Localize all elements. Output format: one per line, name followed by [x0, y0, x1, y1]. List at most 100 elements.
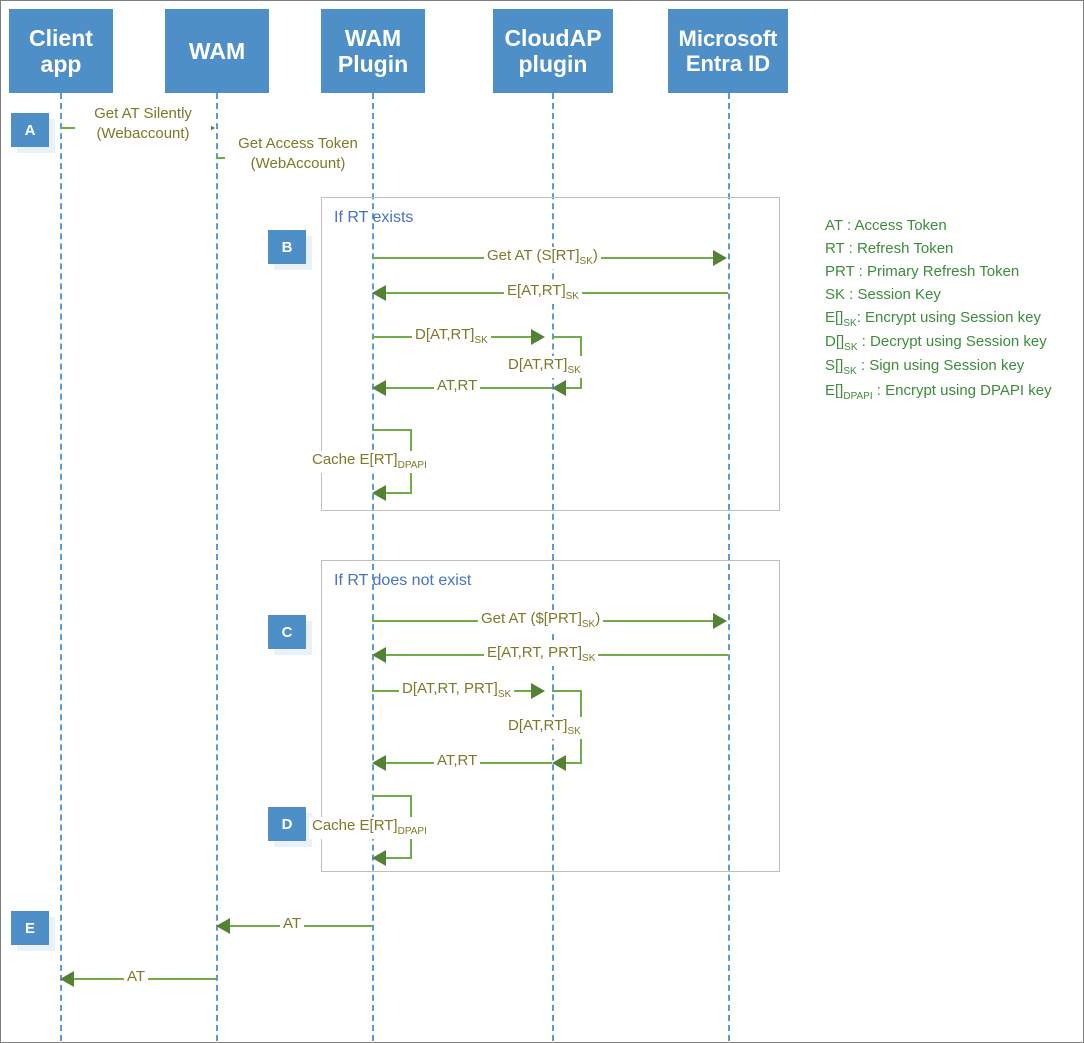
- msg-at-return-1-label: AT: [280, 915, 305, 934]
- msg-datrtprt-label: D[AT,RT, PRT]SK: [399, 680, 515, 702]
- msg-at-return-1-arrowhead: [216, 918, 230, 934]
- msg-cache-ert-d-arrowhead: [372, 850, 386, 866]
- msg-get-access-token-line1: Get Access Token: [238, 135, 358, 152]
- msg-at-return-2-text: AT: [127, 968, 146, 985]
- msg-eatrtprt-text: E[AT,RT, PRT]: [487, 644, 583, 661]
- msg-datrt-self-2-sub: SK: [567, 726, 581, 737]
- msg-eatrt-arrowhead: [372, 285, 386, 301]
- participant-entra-id-line2: Entra ID: [685, 51, 771, 76]
- participant-client-app-line2: app: [40, 51, 82, 77]
- participant-wam-line1: WAM: [188, 37, 246, 64]
- msg-datrt-self-2-bottom: [566, 762, 582, 764]
- msg-at-return-2-label: AT: [124, 968, 149, 987]
- msg-get-at-srt-label: Get AT (S[RT]SK): [484, 247, 601, 269]
- participant-entra-id: Microsoft Entra ID: [668, 9, 788, 93]
- legend-s-sk-text: : Sign using Session key: [856, 357, 1025, 375]
- msg-cache-ert-b-sub: DPAPI: [397, 460, 427, 471]
- msg-at-return-1-text: AT: [283, 915, 302, 932]
- legend-rt-text: : Refresh Token: [844, 239, 954, 257]
- legend-e-sk-text: : Encrypt using Session key: [856, 308, 1041, 326]
- badge-c: C: [268, 615, 306, 649]
- msg-eatrtprt-arrowhead: [372, 647, 386, 663]
- legend-rt-abbr: RT: [825, 239, 845, 257]
- lifeline-wam-plugin: [372, 93, 374, 1041]
- msg-atrt-2-arrowhead: [372, 755, 386, 771]
- msg-datrt-self-2-label: D[AT,RT]SK: [505, 717, 584, 739]
- msg-get-access-token-label: Get Access Token (WebAccount): [225, 134, 371, 173]
- msg-get-at-sprt-sub: SK: [581, 619, 596, 630]
- msg-get-at-srt-sub: SK: [579, 256, 593, 267]
- msg-cache-ert-d-text: Cache E[RT]: [312, 817, 398, 834]
- legend-d-sk-text: : Decrypt using Session key: [857, 333, 1047, 351]
- legend-prt-abbr: PRT: [825, 262, 855, 280]
- msg-atrt-2-text: AT,RT: [437, 752, 478, 769]
- msg-get-at-srt-tail: ): [592, 247, 598, 264]
- msg-datrt-self-arrowhead: [552, 380, 566, 396]
- msg-cache-ert-b-top: [372, 429, 412, 431]
- legend-at-text: : Access Token: [842, 217, 947, 234]
- msg-atrt-2-label: AT,RT: [434, 752, 481, 771]
- msg-datrt-arrowhead: [531, 329, 545, 345]
- participant-wam-plugin-line1: WAM: [344, 24, 402, 51]
- msg-get-access-token-line2: (WebAccount): [250, 154, 346, 172]
- msg-datrt-self-2-top: [552, 690, 582, 692]
- badge-c-label: C: [281, 623, 293, 641]
- fragment-rt-not-exists-label: If RT does not exist: [334, 572, 472, 589]
- msg-cache-ert-b-bottom: [386, 492, 412, 494]
- msg-get-at-sprt-label: Get AT ($[PRT]SK): [478, 610, 604, 632]
- legend-e-dpapi-abbr: E[]: [825, 381, 844, 399]
- msg-cache-ert-d-bottom: [386, 857, 412, 859]
- participant-client-app-line1: Client: [29, 24, 93, 51]
- msg-eatrt-sub: SK: [565, 291, 579, 302]
- legend-sk-abbr: SK: [825, 285, 846, 303]
- legend-e-sk-abbr: E[]: [825, 308, 844, 326]
- participant-cloudap-plugin-line1: CloudAP: [504, 24, 602, 51]
- legend-item-at: AT : Access Token: [825, 215, 1075, 238]
- msg-eatrtprt-label: E[AT,RT, PRT]SK: [484, 644, 599, 666]
- legend-d-sk-sub: SK: [844, 342, 858, 354]
- msg-get-at-sprt-text: Get AT ($[PRT]: [481, 610, 582, 627]
- msg-get-at-sprt-arrowhead: [713, 613, 727, 629]
- badge-d-label: D: [281, 815, 293, 833]
- msg-eatrtprt-sub: SK: [582, 653, 596, 664]
- legend-item-d-sk: D[]SK : Decrypt using Session key: [825, 331, 1075, 355]
- lifeline-cloudap-plugin: [552, 93, 554, 1041]
- msg-cache-ert-d-label: Cache E[RT]DPAPI: [309, 817, 430, 839]
- legend-s-sk-sub: SK: [843, 366, 857, 378]
- participant-cloudap-plugin: CloudAP plugin: [493, 9, 613, 93]
- legend-e-dpapi-text: : Encrypt using DPAPI key: [872, 381, 1052, 399]
- badge-b-label: B: [281, 238, 293, 256]
- legend-e-sk-sub: SK: [843, 317, 857, 329]
- msg-cache-ert-d-top: [372, 795, 412, 797]
- participant-client-app: Client app: [9, 9, 113, 93]
- badge-d: D: [268, 807, 306, 841]
- msg-get-at-srt-text: Get AT (S[RT]: [487, 247, 580, 264]
- legend-item-s-sk: S[]SK : Sign using Session key: [825, 355, 1075, 379]
- msg-datrt-self-top: [552, 336, 582, 338]
- badge-e-label: E: [24, 919, 35, 937]
- legend-sk-text: : Session Key: [845, 285, 941, 303]
- participant-wam-plugin: WAM Plugin: [321, 9, 425, 93]
- msg-get-at-silently-line2: (Webaccount): [96, 124, 190, 142]
- legend-at-abbr: AT: [825, 217, 843, 234]
- msg-atrt-arrowhead: [372, 380, 386, 396]
- msg-cache-ert-b-label: Cache E[RT]DPAPI: [309, 451, 430, 473]
- lifeline-client-app: [60, 93, 62, 1041]
- msg-datrt-self-text: D[AT,RT]: [508, 356, 568, 373]
- msg-datrt-label: D[AT,RT]SK: [412, 326, 491, 348]
- fragment-rt-exists: [321, 197, 780, 511]
- participant-wam: WAM: [165, 9, 269, 93]
- legend-d-sk-abbr: D[]: [825, 333, 845, 351]
- lifeline-entra-id: [728, 93, 730, 1041]
- msg-cache-ert-b-text: Cache E[RT]: [312, 451, 398, 468]
- msg-datrt-text: D[AT,RT]: [415, 326, 475, 343]
- legend-s-sk-abbr: S[]: [825, 357, 844, 375]
- msg-cache-ert-b-arrowhead: [372, 485, 386, 501]
- msg-get-at-sprt-tail: ): [595, 610, 601, 627]
- participant-cloudap-plugin-line2: plugin: [518, 51, 588, 77]
- legend: AT : Access Token RT : Refresh Token PRT…: [825, 215, 1075, 404]
- msg-eatrt-text: E[AT,RT]: [507, 282, 566, 299]
- msg-get-at-srt-arrowhead: [713, 250, 727, 266]
- fragment-rt-not-exists: [321, 560, 780, 872]
- msg-eatrt-label: E[AT,RT]SK: [504, 282, 582, 304]
